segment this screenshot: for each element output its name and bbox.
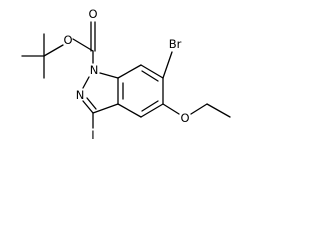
atom-label-iodine: I [91,128,94,142]
bond-c4-to-c3a [117,103,142,118]
bond-c5-to-c4-inner [141,100,159,112]
tert-butyl-group [21,33,64,79]
atom-label-bromine: Br [169,37,182,51]
atom-label-ethoxy-oxygen: O [180,111,189,125]
substituents [162,51,231,118]
bond-c5-to-ethoxy-oxygen [162,103,180,115]
pyrazole-ring [82,72,119,129]
bond-n2-to-c3-a [82,100,94,114]
atom-label-carbonyl-oxygen: O [88,7,97,21]
bond-c5-to-c4 [140,103,164,118]
atom-label-indazole-n1: N [90,63,99,77]
boc-carbonyl-group [72,21,96,64]
bond-c3-to-c3a [92,103,119,114]
bond-n2-to-c3-b [86,97,97,110]
bond-c6-to-bromine [162,51,173,79]
atom-labels: O O N N Br I O [63,7,189,142]
bond-n1-to-c7a [99,72,119,79]
bond-c7-to-c6-inner [141,70,159,82]
atom-label-boc-ether-oxygen: O [63,33,72,47]
bond-c7a-to-c7 [117,64,142,79]
benzene-ring [117,64,164,118]
bond-tbu-to-oxygen [43,44,64,57]
bond-oxygen-to-carbonyl [72,38,94,52]
bond-ethoxy-oxygen-to-ch2 [190,103,208,115]
chemical-structure-diagram: O O N N Br I O [21,7,231,142]
bond-ethoxy-ch2-to-ch3 [206,103,231,118]
bond-c7-to-c6 [140,64,164,79]
bond-n1-to-n2 [82,76,90,89]
atom-label-indazole-n2: N [76,88,85,102]
